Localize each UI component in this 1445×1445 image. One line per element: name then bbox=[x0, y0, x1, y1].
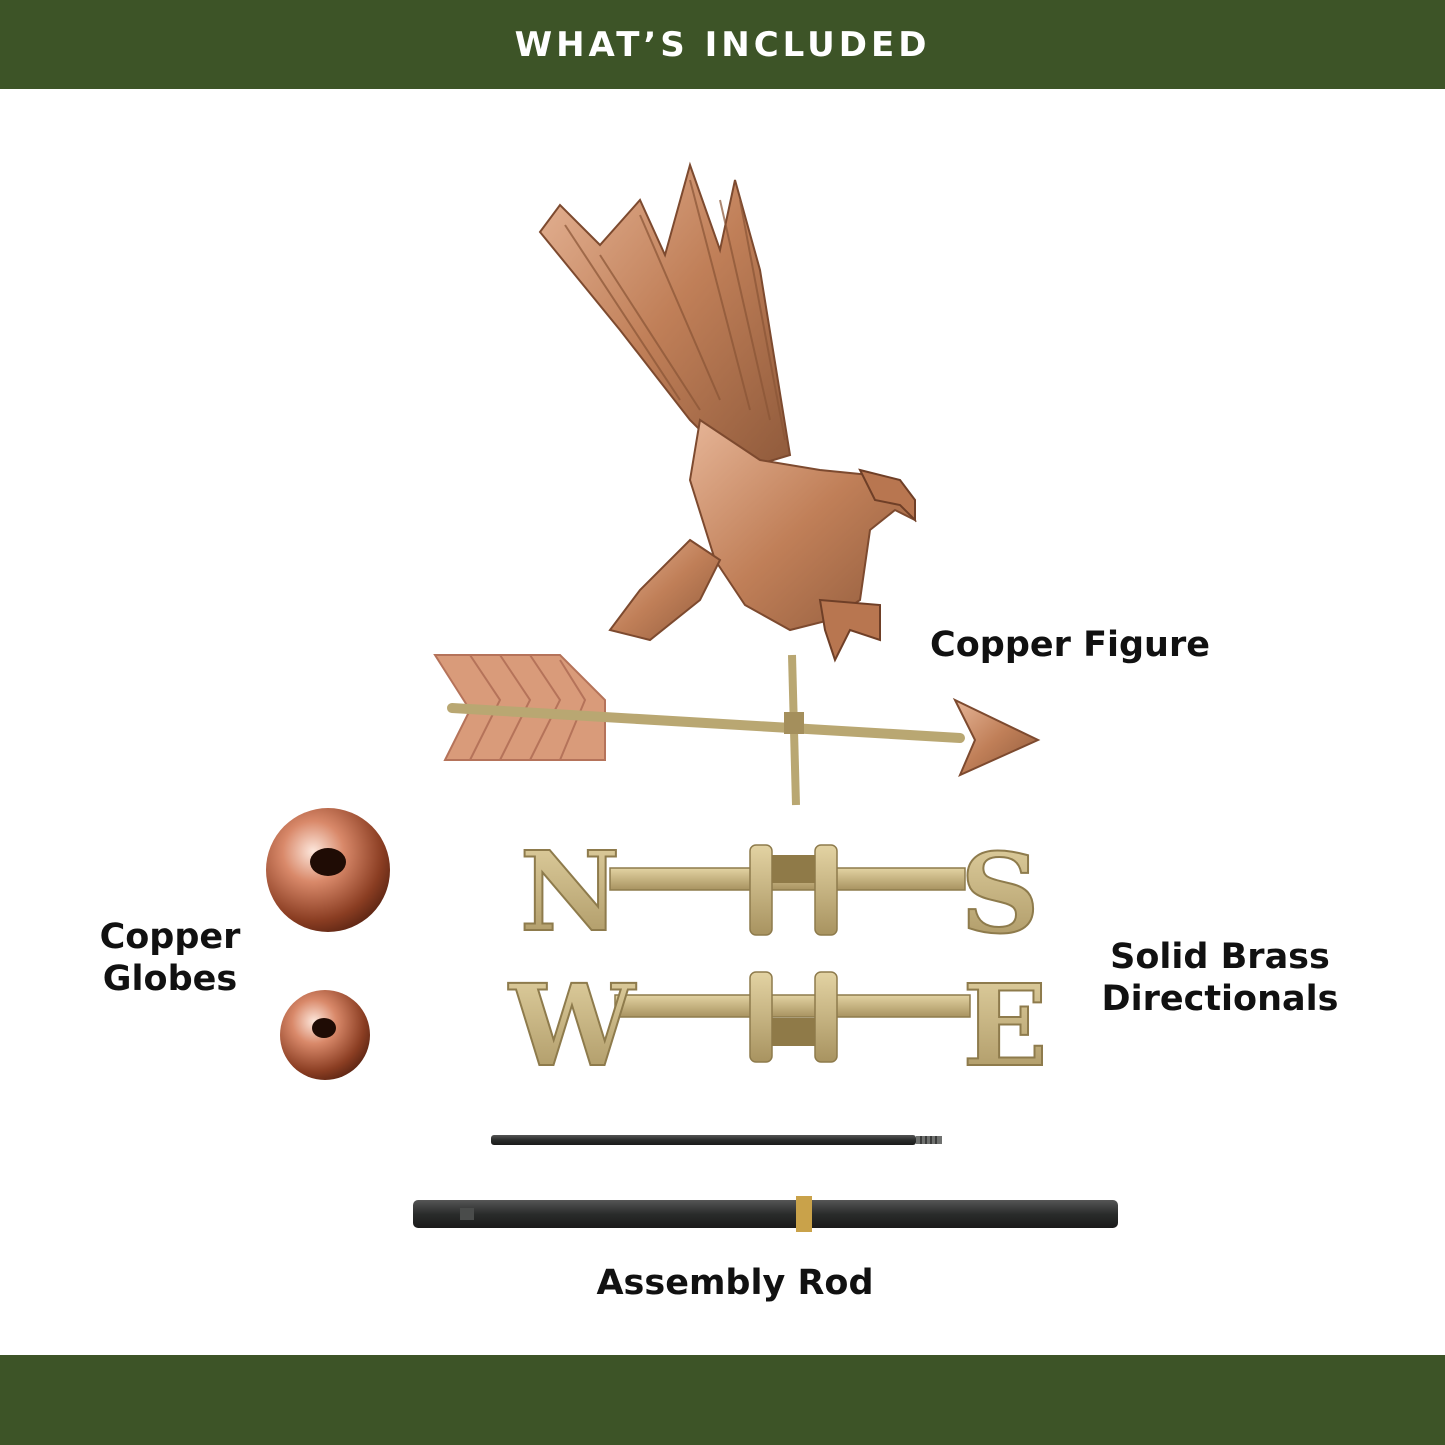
arrow-directional bbox=[433, 654, 1041, 806]
label-assembly-rod: Assembly Rod bbox=[595, 1262, 875, 1304]
header-banner: WHAT’S INCLUDED bbox=[0, 0, 1445, 89]
direction-letter-s: S bbox=[960, 829, 1039, 958]
label-copper-globes-line2: Globes bbox=[102, 959, 238, 999]
west-east-directional: W E bbox=[507, 960, 1049, 1093]
label-copper-globes: Copper Globes bbox=[80, 916, 260, 1000]
north-south-directional: N S bbox=[519, 826, 1041, 959]
label-copper-figure: Copper Figure bbox=[930, 624, 1210, 666]
copper-globe-large bbox=[266, 808, 390, 932]
assembly-rod-thick bbox=[413, 1196, 1118, 1232]
assembly-rod-thin bbox=[491, 1135, 942, 1145]
label-copper-figure-text: Copper Figure bbox=[930, 625, 1210, 665]
label-brass-directionals: Solid Brass Directionals bbox=[1090, 936, 1350, 1020]
label-copper-globes-line1: Copper bbox=[99, 917, 241, 957]
direction-letter-w: W bbox=[508, 961, 637, 1092]
eagle-figure bbox=[538, 161, 917, 663]
page-title: WHAT’S INCLUDED bbox=[514, 24, 931, 65]
direction-letter-n: N bbox=[520, 827, 621, 956]
footer-banner bbox=[0, 1355, 1445, 1445]
copper-globe-small bbox=[280, 990, 370, 1080]
label-brass-directionals-line1: Solid Brass bbox=[1110, 937, 1330, 977]
label-brass-directionals-line2: Directionals bbox=[1101, 979, 1339, 1019]
label-assembly-rod-text: Assembly Rod bbox=[596, 1263, 874, 1303]
direction-letter-e: E bbox=[962, 961, 1047, 1092]
